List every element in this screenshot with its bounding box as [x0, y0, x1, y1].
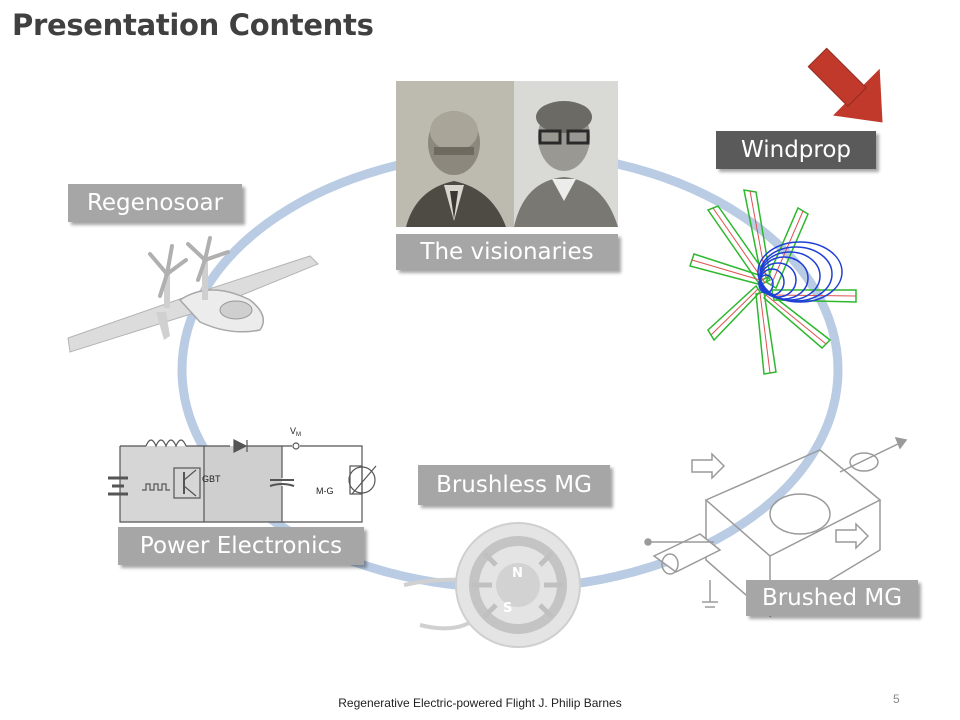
- brushless-motor-image: N S: [403, 522, 581, 648]
- visionary-photo-left: [396, 81, 514, 227]
- motor-north-label: N: [512, 566, 523, 581]
- regenosoar-label[interactable]: Regenosoar: [68, 184, 242, 222]
- regenosoar-glider-image: [67, 236, 319, 353]
- slide-footer: Regenerative Electric-powered Flight J. …: [338, 696, 622, 710]
- slide-title: Presentation Contents: [12, 8, 374, 42]
- circuit-mg-label: M-G: [316, 486, 334, 496]
- windprop-label[interactable]: Windprop: [716, 131, 876, 169]
- circuit-gbt-label: GBT: [202, 474, 221, 484]
- motor-south-label: S: [503, 601, 512, 616]
- highlight-arrow-icon: [807, 47, 883, 123]
- visionary-photo-right: [514, 81, 618, 227]
- power-electronics-label[interactable]: Power Electronics: [118, 527, 364, 565]
- circuit-vm-label: VM: [290, 426, 301, 438]
- visionaries-label[interactable]: The visionaries: [396, 234, 618, 270]
- brushless-mg-label[interactable]: Brushless MG: [418, 465, 610, 505]
- power-electronics-circuit: VM GBT M-G: [108, 426, 377, 523]
- brushed-motor-image: [644, 436, 908, 618]
- brushed-mg-label[interactable]: Brushed MG: [746, 580, 918, 616]
- windprop-propeller-image: [689, 189, 857, 375]
- page-number: 5: [893, 692, 900, 706]
